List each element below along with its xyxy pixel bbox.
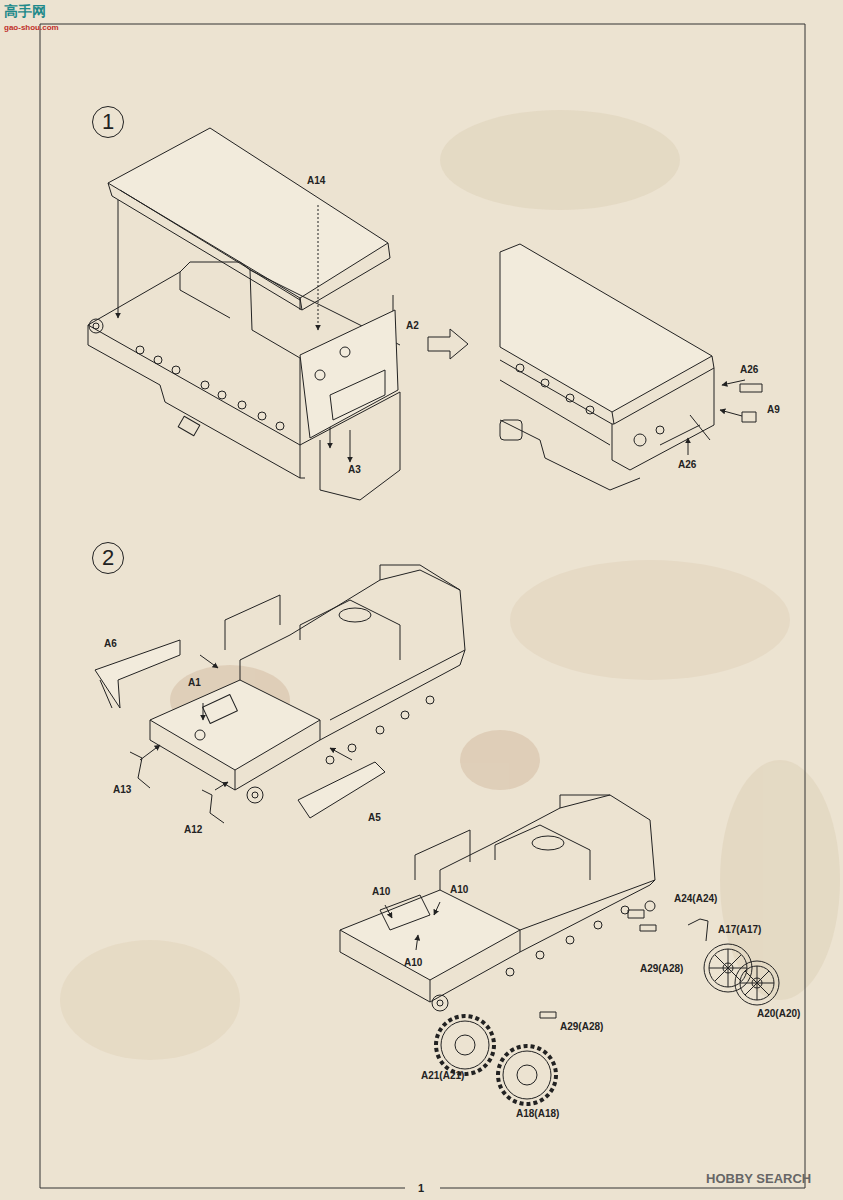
part-label: A24(A24) bbox=[674, 893, 717, 904]
part-label: A12 bbox=[184, 824, 202, 835]
step-number-text: 1 bbox=[102, 111, 114, 133]
part-label: A5 bbox=[368, 812, 381, 823]
part-label: A21(A21) bbox=[421, 1070, 464, 1081]
part-label: A20(A20) bbox=[757, 1008, 800, 1019]
part-label: A2 bbox=[406, 320, 419, 331]
part-label: A26 bbox=[740, 364, 758, 375]
part-label: A18(A18) bbox=[516, 1108, 559, 1119]
watermark: gao-shou.com bbox=[4, 24, 59, 33]
part-label: A29(A28) bbox=[560, 1021, 603, 1032]
watermark: 高手网 bbox=[4, 4, 46, 19]
part-label: A10 bbox=[404, 957, 422, 968]
part-label: A10 bbox=[450, 884, 468, 895]
part-label: A6 bbox=[104, 638, 117, 649]
part-label: A17(A17) bbox=[718, 924, 761, 935]
part-label: A9 bbox=[767, 404, 780, 415]
part-label: A1 bbox=[188, 677, 201, 688]
step-number-text: 2 bbox=[102, 547, 114, 569]
part-label: A29(A28) bbox=[640, 963, 683, 974]
part-label: A10 bbox=[372, 886, 390, 897]
step-number: 2 bbox=[92, 542, 124, 574]
watermark: HOBBY SEARCH bbox=[706, 1172, 811, 1186]
page-number: 1 bbox=[418, 1182, 424, 1194]
part-label: A3 bbox=[348, 464, 361, 475]
part-label: A26 bbox=[678, 459, 696, 470]
part-label: A14 bbox=[307, 175, 325, 186]
part-label: A13 bbox=[113, 784, 131, 795]
step-number: 1 bbox=[92, 106, 124, 138]
